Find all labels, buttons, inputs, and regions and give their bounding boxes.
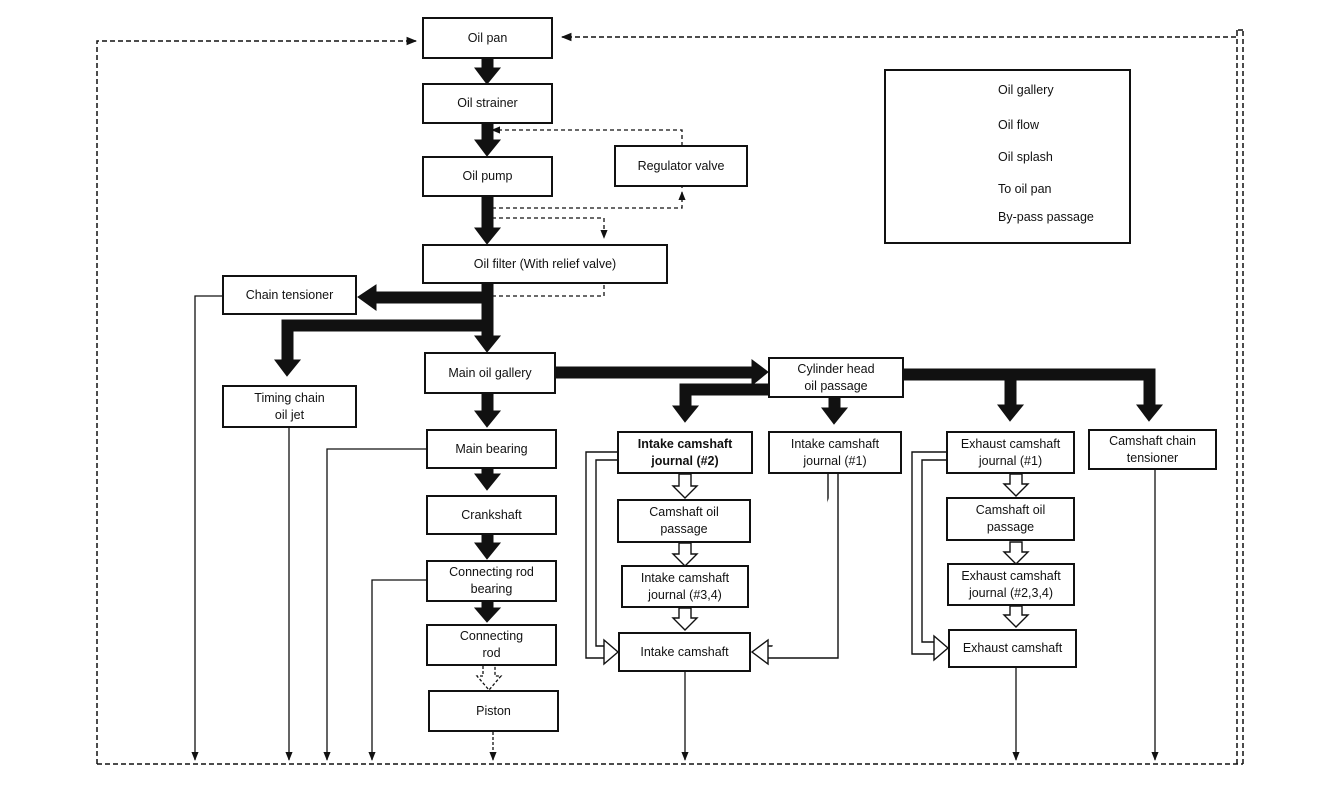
bypass-loop [96, 29, 1244, 765]
piston-splash-arrows [475, 666, 503, 761]
main-bearing-box: Main bearing [426, 429, 557, 469]
legend-oil-gallery-label: Oil gallery [998, 83, 1054, 97]
oil-strainer-box: Oil strainer [422, 83, 553, 124]
exhaust-camshaft-journal-1-box: Exhaust camshaft journal (#1) [946, 431, 1075, 474]
exhaust-camshaft-oil-passage-box: Camshaft oil passage [946, 497, 1075, 541]
regulator-bypass [491, 126, 686, 297]
connecting-rod-bearing-box: Connecting rod bearing [426, 560, 557, 602]
exhaust-oil-flow-arrows [911, 451, 1030, 662]
oil-pan-box: Oil pan [422, 17, 553, 59]
oil-gallery-arrows [274, 57, 1164, 623]
exhaust-camshaft-journal-234-box: Exhaust camshaft journal (#2,3,4) [947, 563, 1075, 606]
intake-oil-flow-arrows [585, 451, 839, 666]
legend-to-oil-pan-label: To oil pan [998, 182, 1052, 196]
oil-pump-box: Oil pump [422, 156, 553, 197]
legend-oil-splash-label: Oil splash [998, 150, 1053, 164]
crankshaft-box: Crankshaft [426, 495, 557, 535]
intake-camshaft-box: Intake camshaft [618, 632, 751, 672]
intake-camshaft-journal-34-box: Intake camshaft journal (#3,4) [621, 565, 749, 608]
oil-filter-box: Oil filter (With relief valve) [422, 244, 668, 284]
intake-camshaft-journal-1-box: Intake camshaft journal (#1) [768, 431, 902, 474]
intake-camshaft-oil-passage-box: Camshaft oil passage [617, 499, 751, 543]
main-oil-gallery-box: Main oil gallery [424, 352, 556, 394]
exhaust-camshaft-box: Exhaust camshaft [948, 629, 1077, 668]
regulator-valve-box: Regulator valve [614, 145, 748, 187]
connecting-rod-box: Connecting rod [426, 624, 557, 666]
piston-box: Piston [428, 690, 559, 732]
timing-chain-oil-jet-box: Timing chain oil jet [222, 385, 357, 428]
to-oil-pan-lines [191, 295, 1159, 761]
legend: Oil gallery Oil flow Oil splash To oil p… [884, 69, 1131, 244]
legend-oil-flow-label: Oil flow [998, 118, 1039, 132]
cylinder-head-oil-passage-box: Cylinder head oil passage [768, 357, 904, 398]
intake-camshaft-journal-2-box: Intake camshaft journal (#2) [617, 431, 753, 474]
chain-tensioner-box: Chain tensioner [222, 275, 357, 315]
camshaft-chain-tensioner-box: Camshaft chain tensioner [1088, 429, 1217, 470]
legend-bypass-passage-label: By-pass passage [998, 210, 1094, 224]
